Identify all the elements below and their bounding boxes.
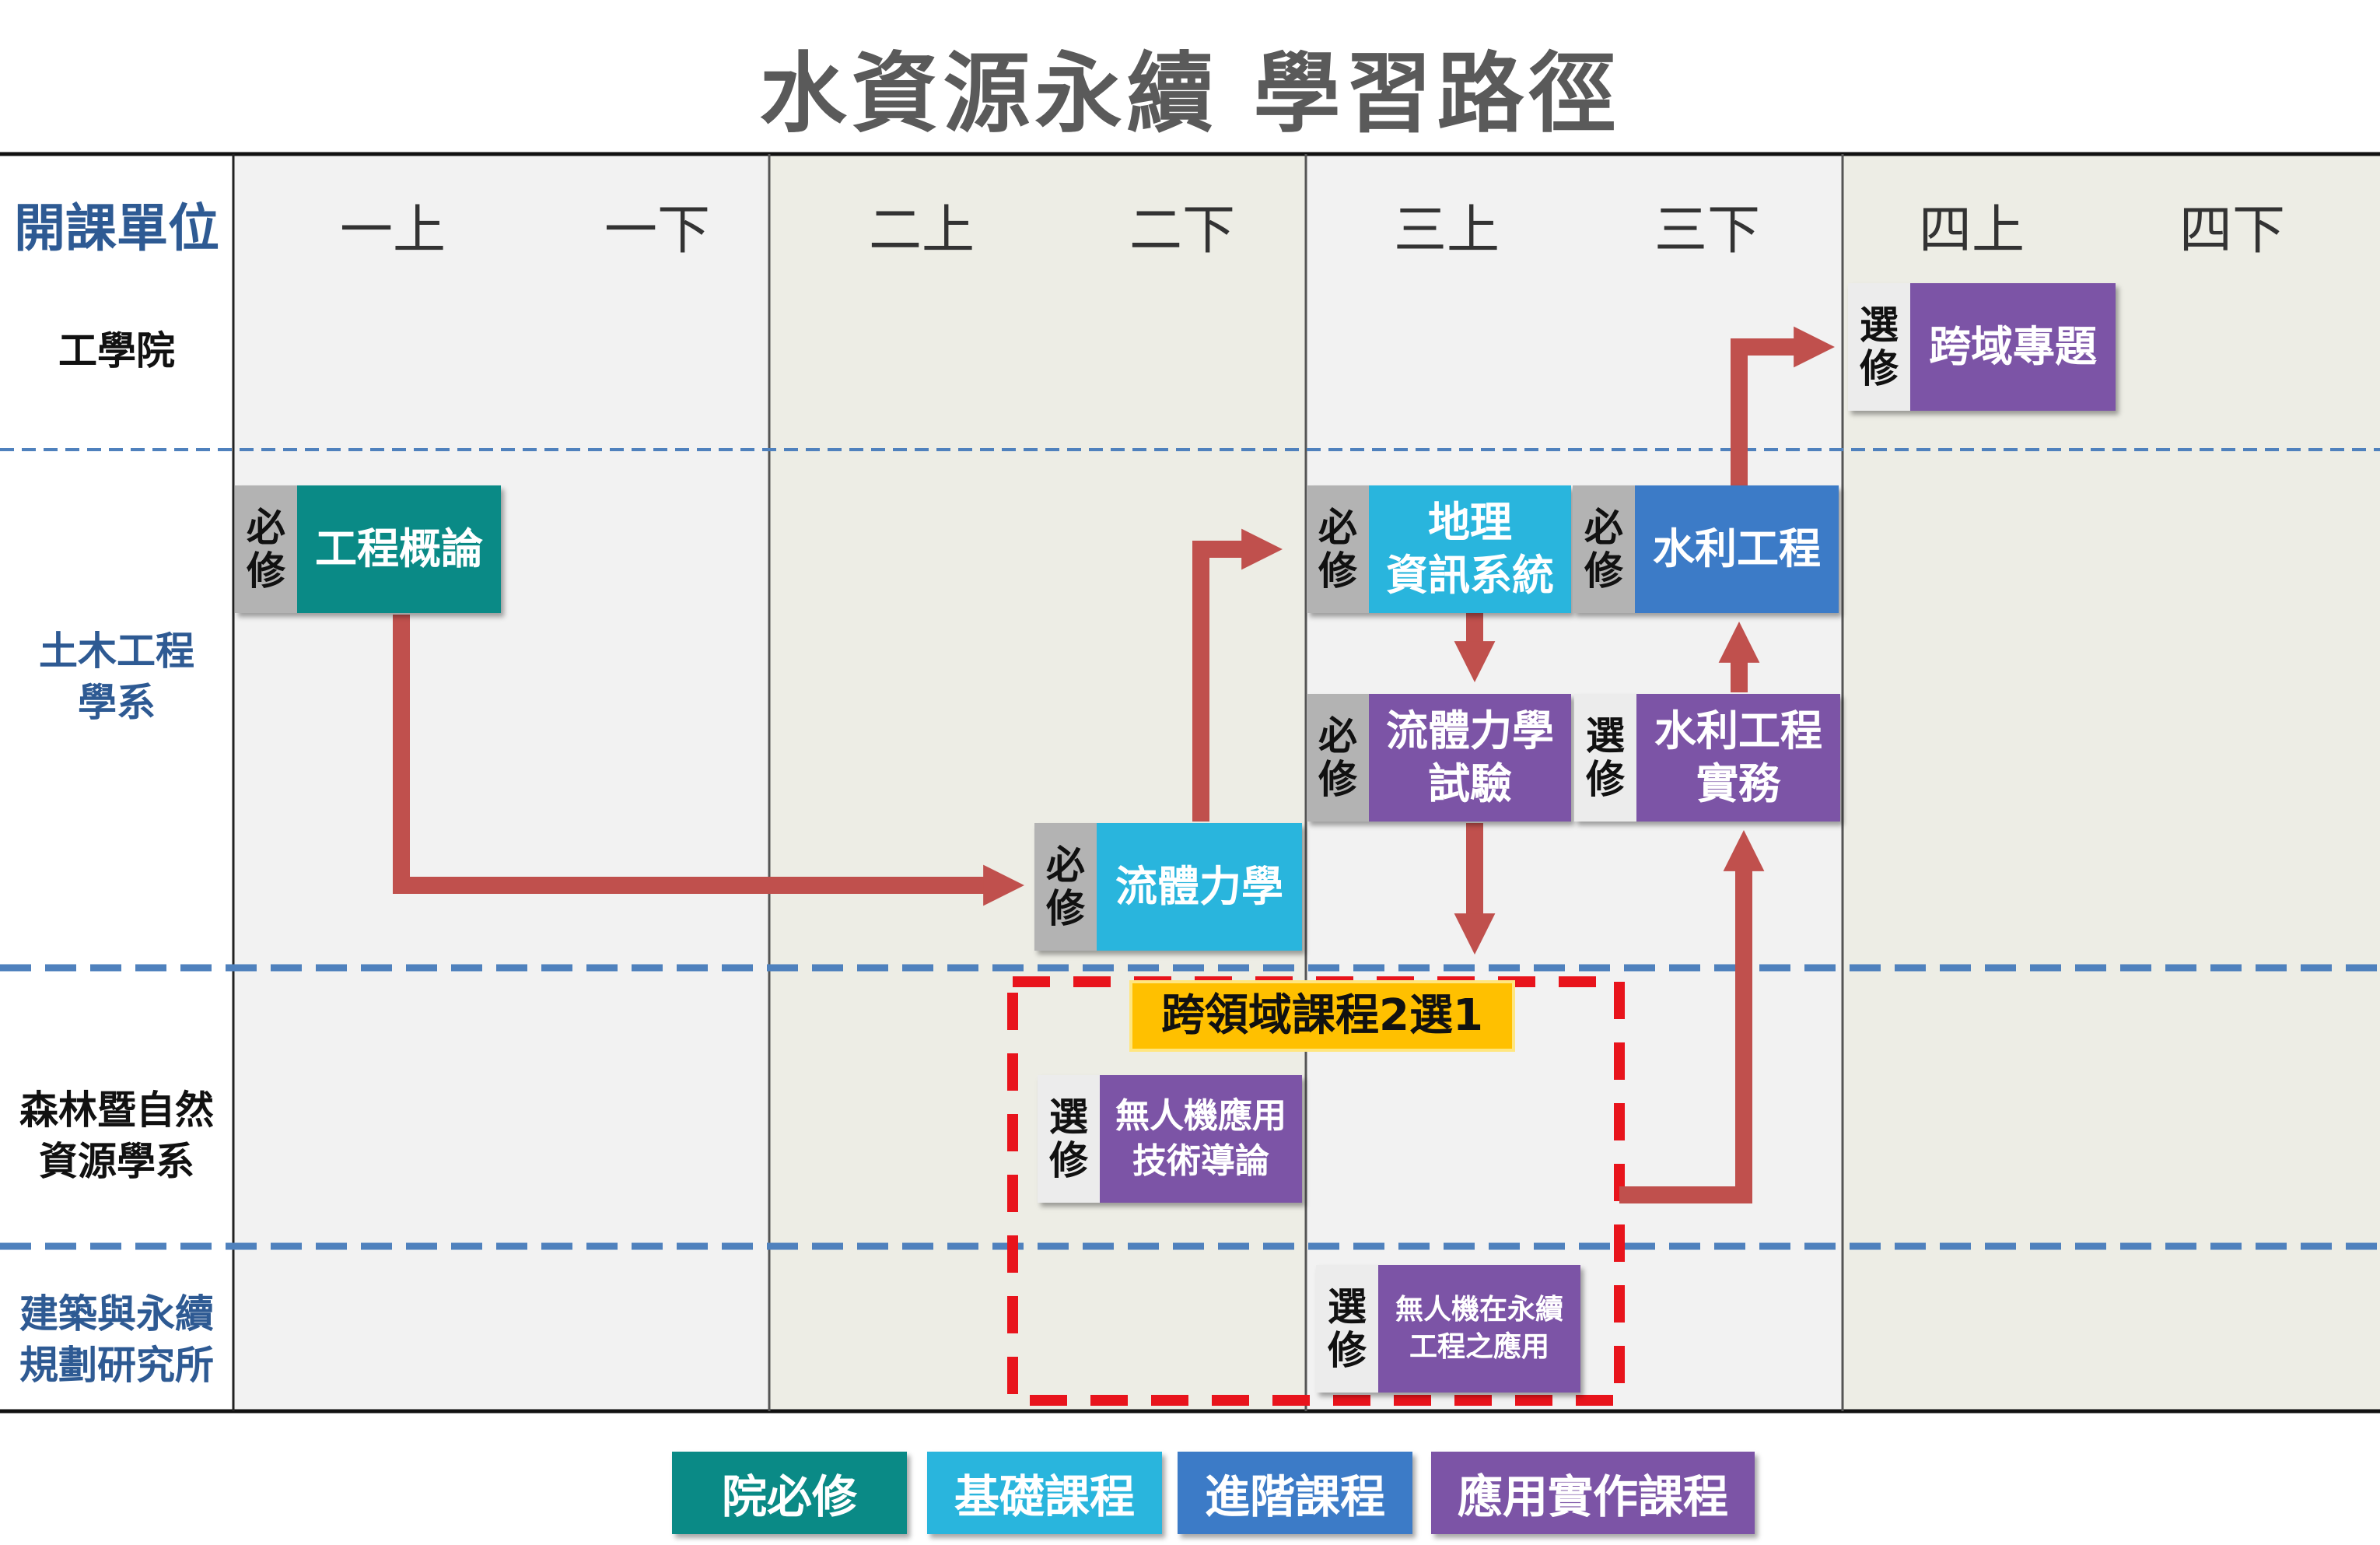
unit-header: 開課單位 bbox=[14, 198, 219, 258]
required-tag: 必 修 bbox=[1034, 823, 1097, 951]
tag-char: 修 bbox=[1586, 757, 1625, 802]
dept-line: 森林暨自然 bbox=[19, 1088, 214, 1133]
semester-4-1: 四上 bbox=[1918, 200, 2025, 261]
arrow-cross-to-practice bbox=[1619, 830, 1765, 1203]
tag-char: 修 bbox=[1318, 548, 1357, 594]
tag-char: 必 bbox=[1318, 505, 1357, 550]
tag-char: 必 bbox=[1584, 505, 1623, 550]
arrow-fluid-to-gis bbox=[1192, 528, 1283, 822]
course-name: 無人機在永續 工程之應用 bbox=[1378, 1265, 1580, 1393]
tag-char: 選 bbox=[1328, 1284, 1367, 1330]
dept-line: 資源學系 bbox=[39, 1139, 194, 1184]
course-name-line: 水利工程 bbox=[1654, 706, 1822, 755]
course-name-line: 工程之應用 bbox=[1409, 1331, 1549, 1363]
tag-char: 修 bbox=[1584, 548, 1623, 594]
course-name-line: 無人機在永續 bbox=[1395, 1294, 1563, 1326]
semester-2-1: 二上 bbox=[868, 200, 975, 261]
arrow-hydraulic-to-project bbox=[1731, 326, 1835, 485]
tag-char: 修 bbox=[247, 548, 285, 594]
elective-tag: 選 修 bbox=[1574, 694, 1636, 822]
dept-architecture: 建築與永續 規劃研究所 bbox=[0, 1288, 233, 1391]
course-name: 工程概論 bbox=[297, 485, 501, 613]
tag-char: 選 bbox=[1586, 713, 1625, 758]
arrow-intro-to-fluid bbox=[393, 615, 1024, 906]
course-name: 跨域專題 bbox=[1910, 283, 2116, 411]
tag-char: 修 bbox=[1318, 757, 1357, 802]
tag-char: 修 bbox=[1046, 886, 1085, 931]
course-name-line: 試驗 bbox=[1428, 759, 1512, 808]
elective-tag: 選 修 bbox=[1316, 1265, 1378, 1393]
course-drone-sustain[interactable]: 選 修 無人機在永續 工程之應用 bbox=[1316, 1265, 1580, 1393]
course-intro-engineering[interactable]: 必 修 工程概論 bbox=[235, 485, 501, 613]
legend-advanced-courses: 進階課程 bbox=[1178, 1452, 1412, 1534]
dept-civil-engineering: 土木工程 學系 bbox=[0, 625, 233, 728]
semester-2-2: 二下 bbox=[1129, 200, 1235, 261]
year-1-column bbox=[233, 154, 768, 1411]
tag-char: 必 bbox=[247, 505, 285, 550]
course-hydraulic-practice[interactable]: 選 修 水利工程 實務 bbox=[1574, 694, 1840, 822]
course-hydraulic-engineering[interactable]: 必 修 水利工程 bbox=[1573, 485, 1839, 613]
elective-tag: 選 修 bbox=[1038, 1075, 1100, 1203]
dept-line: 土木工程 bbox=[39, 629, 194, 674]
course-name: 流體力學 bbox=[1097, 823, 1302, 951]
required-tag: 必 修 bbox=[1307, 694, 1369, 822]
tag-char: 修 bbox=[1328, 1328, 1367, 1373]
dept-line: 建築與永續 bbox=[19, 1291, 214, 1337]
course-name: 流體力學 試驗 bbox=[1369, 694, 1571, 822]
legend-college-required: 院必修 bbox=[672, 1452, 907, 1534]
course-drone-intro[interactable]: 選 修 無人機應用 技術導論 bbox=[1038, 1075, 1302, 1203]
cross-domain-label: 跨領域課程2選1 bbox=[1129, 980, 1515, 1052]
page-title: 水資源永續 學習路徑 bbox=[759, 44, 1621, 145]
course-name-line: 流體力學 bbox=[1386, 706, 1554, 755]
course-name-line: 跨域專題 bbox=[1929, 322, 2097, 371]
course-name-line: 工程概論 bbox=[315, 524, 483, 573]
required-tag: 必 修 bbox=[1307, 485, 1369, 613]
course-name-line: 實務 bbox=[1696, 759, 1780, 808]
course-fluid-lab[interactable]: 必 修 流體力學 試驗 bbox=[1307, 694, 1571, 822]
semester-3-1: 三上 bbox=[1393, 200, 1500, 261]
dept-engineering-college: 工學院 bbox=[0, 325, 233, 377]
course-fluid-mechanics[interactable]: 必 修 流體力學 bbox=[1034, 823, 1302, 951]
dept-line: 學系 bbox=[78, 680, 156, 725]
course-name-line: 資訊系統 bbox=[1386, 551, 1554, 600]
required-tag: 必 修 bbox=[1573, 485, 1635, 613]
elective-tag: 選 修 bbox=[1848, 283, 1910, 411]
tag-char: 選 bbox=[1860, 303, 1899, 348]
semester-3-2: 三下 bbox=[1654, 200, 1760, 261]
course-gis[interactable]: 必 修 地理 資訊系統 bbox=[1307, 485, 1571, 613]
course-name-line: 流體力學 bbox=[1115, 862, 1283, 911]
tag-char: 修 bbox=[1049, 1138, 1088, 1183]
legend-applied-courses: 應用實作課程 bbox=[1431, 1452, 1755, 1534]
tag-char: 必 bbox=[1046, 843, 1085, 888]
semester-4-2: 四下 bbox=[2179, 200, 2285, 261]
course-name-line: 水利工程 bbox=[1653, 524, 1821, 573]
semester-1-1: 一上 bbox=[339, 200, 446, 261]
course-name-line: 無人機應用 bbox=[1115, 1096, 1286, 1136]
course-name: 無人機應用 技術導論 bbox=[1100, 1075, 1302, 1203]
semester-1-2: 一下 bbox=[604, 200, 710, 261]
dept-forestry: 森林暨自然 資源學系 bbox=[0, 1084, 233, 1187]
required-tag: 必 修 bbox=[235, 485, 297, 613]
course-name: 地理 資訊系統 bbox=[1369, 485, 1571, 613]
tag-char: 必 bbox=[1318, 713, 1357, 758]
dept-line: 規劃研究所 bbox=[19, 1343, 214, 1388]
course-name: 水利工程 bbox=[1635, 485, 1839, 613]
course-name-line: 地理 bbox=[1428, 498, 1512, 547]
legend-basic-courses: 基礎課程 bbox=[927, 1452, 1162, 1534]
course-name: 水利工程 實務 bbox=[1636, 694, 1840, 822]
tag-char: 選 bbox=[1049, 1095, 1088, 1140]
dept-line: 工學院 bbox=[58, 328, 175, 373]
tag-char: 修 bbox=[1860, 346, 1899, 391]
course-cross-project[interactable]: 選 修 跨域專題 bbox=[1848, 283, 2116, 411]
course-name-line: 技術導論 bbox=[1132, 1141, 1269, 1181]
